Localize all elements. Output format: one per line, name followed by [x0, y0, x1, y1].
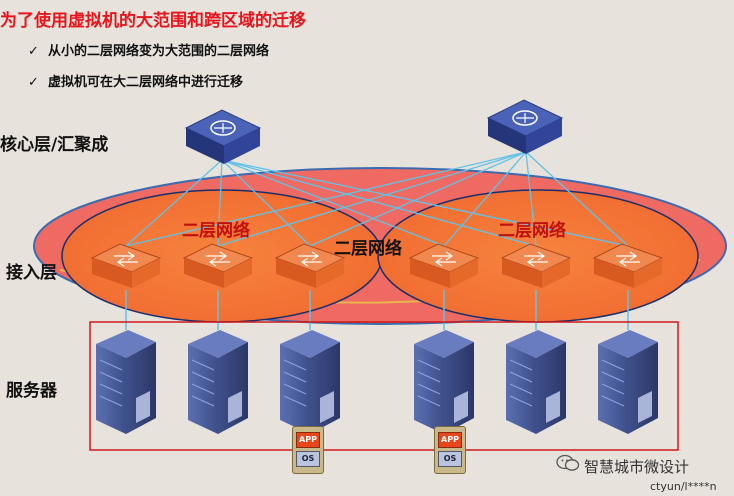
access-switch [408, 243, 480, 288]
center-network-label: 二层网络 [334, 239, 402, 259]
access-links [125, 290, 629, 330]
servers [96, 330, 658, 434]
server-layer-label: 服务器 [6, 381, 57, 401]
source-text: ctyun/l****n [650, 480, 717, 493]
left-network-label: 二层网络 [182, 221, 250, 241]
vm-badge: APP OS [434, 426, 466, 474]
server [598, 330, 658, 434]
core-switch [184, 109, 262, 164]
page-title: 为了使用虚拟机的大范围和跨区域的迁移 [0, 11, 306, 31]
bullet-item: ✓ 从小的二层网络变为大范围的二层网络 [28, 40, 269, 59]
app-label: APP [296, 432, 320, 448]
bullet-text: 虚拟机可在大二层网络中进行迁移 [48, 75, 244, 90]
app-label: APP [438, 432, 462, 448]
server [188, 330, 248, 434]
right-network-label: 二层网络 [498, 221, 566, 241]
access-switch [182, 243, 254, 288]
os-label: OS [438, 451, 462, 467]
checkmark-icon: ✓ [28, 44, 39, 59]
server [506, 330, 566, 434]
server [414, 330, 474, 434]
core-links [125, 151, 629, 247]
access-switch [274, 243, 346, 288]
vm-badge: APP OS [292, 426, 324, 474]
os-label: OS [296, 451, 320, 467]
access-switch [592, 243, 664, 288]
server-area-box [89, 321, 679, 451]
core-layer-label: 核心层/汇聚成 [0, 135, 109, 155]
access-layer-label: 接入层 [6, 263, 57, 283]
server [96, 330, 156, 434]
bullet-item: ✓ 虚拟机可在大二层网络中进行迁移 [28, 71, 243, 90]
server [280, 330, 340, 434]
access-switch [90, 243, 162, 288]
access-switches [90, 243, 664, 288]
core-switch [486, 99, 564, 154]
watermark-text: 智慧城市微设计 [584, 458, 690, 476]
access-switch [500, 243, 572, 288]
checkmark-icon: ✓ [28, 75, 39, 90]
wechat-icon [556, 454, 580, 471]
bullet-text: 从小的二层网络变为大范围的二层网络 [48, 44, 270, 59]
